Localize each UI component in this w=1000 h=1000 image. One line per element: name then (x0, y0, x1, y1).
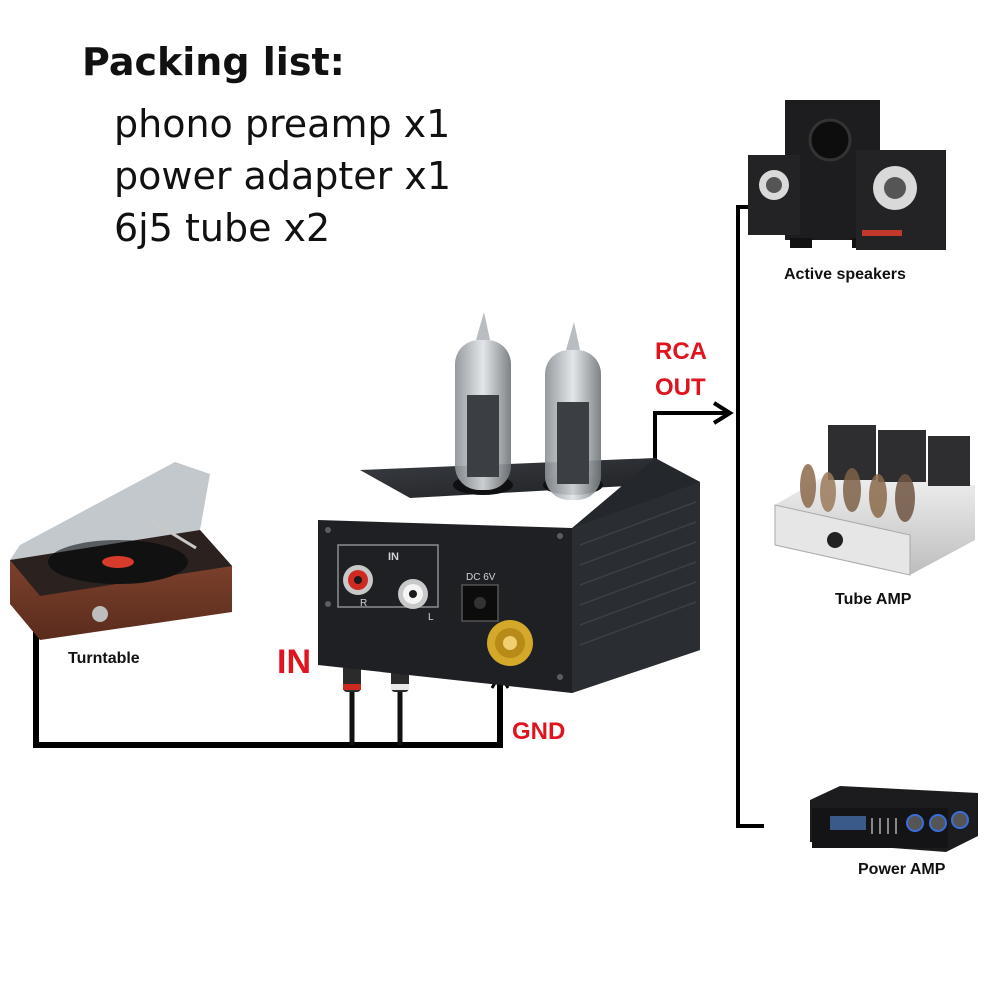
tube-amp-image (774, 425, 975, 576)
panel-in-label: IN (388, 551, 399, 563)
wire-ground-loop (33, 610, 503, 748)
vacuum-tube-left (455, 312, 511, 490)
power-amp-image (810, 786, 978, 852)
vacuum-tube-right (545, 322, 601, 500)
tube-amp-label: Tube AMP (835, 591, 912, 608)
gnd-label: GND (512, 718, 566, 745)
power-amp-label: Power AMP (858, 861, 946, 878)
packing-item-preamp: phono preamp x1 (114, 102, 451, 146)
turntable-image (10, 462, 232, 640)
panel-dc-label: DC 6V (466, 572, 496, 583)
rca-label: RCA (655, 338, 707, 365)
packing-item-tubes: 6j5 tube x2 (114, 206, 331, 250)
out-label: OUT (655, 374, 706, 401)
packing-item-adapter: power adapter x1 (114, 154, 451, 198)
active-speakers-image (748, 100, 946, 250)
phono-preamp (318, 312, 700, 693)
panel-r-label: R (360, 598, 367, 609)
turntable-label: Turntable (68, 650, 140, 667)
in-label: IN (277, 643, 311, 681)
panel-l-label: L (428, 612, 434, 623)
active-speakers-label: Active speakers (784, 266, 906, 283)
packing-list-title: Packing list: (82, 40, 345, 84)
